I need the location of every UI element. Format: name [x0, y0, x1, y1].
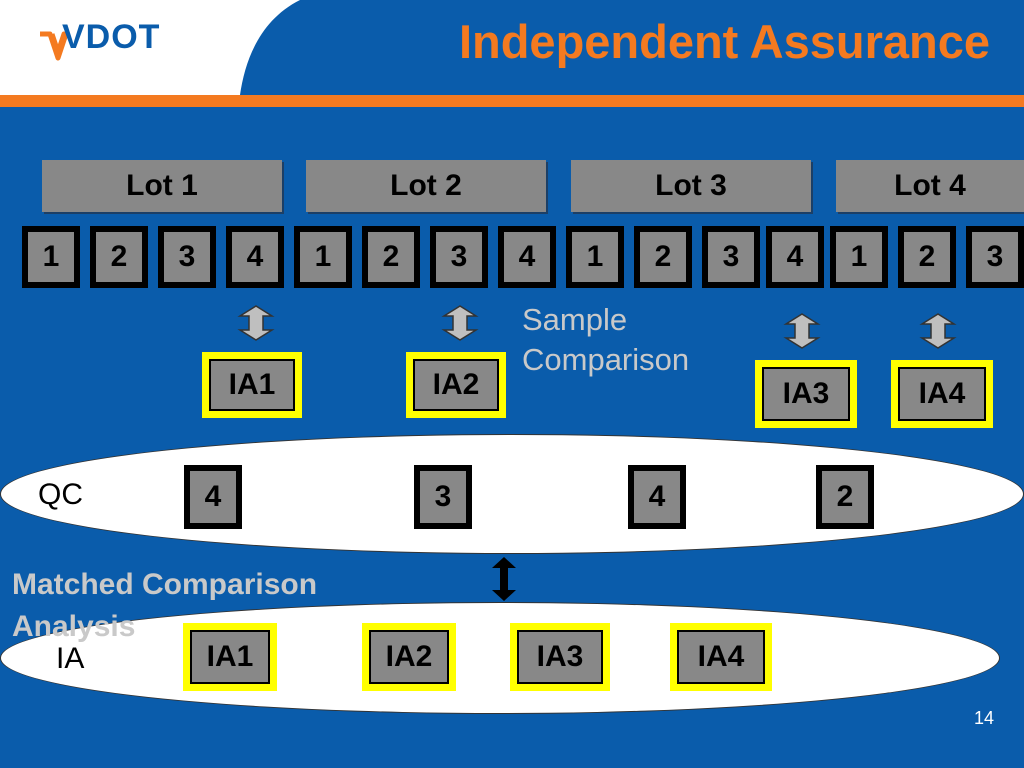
ia-top-label: IA2: [432, 368, 480, 401]
page-number: 14: [974, 708, 995, 728]
sample-box: 4: [766, 226, 824, 288]
lot-1: Lot 1: [42, 160, 282, 212]
ia-row-label: IA: [56, 642, 85, 675]
sample-comparison-label: Sample Comparison: [522, 300, 689, 380]
sample-box: 2: [90, 226, 148, 288]
logo-text: VDOT: [62, 18, 161, 56]
double-arrow-icon: [783, 313, 821, 349]
sample-box: 3: [702, 226, 760, 288]
ia-row-value: IA2: [385, 640, 433, 673]
vdot-logo: [38, 22, 198, 72]
ia-row-box-3: IA3: [510, 623, 610, 691]
ia-row-value: IA1: [206, 640, 254, 673]
sample-box: 3: [966, 226, 1024, 288]
ia-row-box-2: IA2: [362, 623, 456, 691]
qc-value-box: 4: [184, 465, 242, 529]
lot-4: Lot 4: [836, 160, 1024, 212]
double-arrow-icon: [441, 305, 479, 341]
ia-row-box-1: IA1: [183, 623, 277, 691]
ia-top-box-4: IA4: [891, 360, 993, 428]
sample-comparison-line1: Sample: [522, 302, 628, 337]
ia-row-value: IA4: [697, 640, 745, 673]
black-double-arrow-icon: [492, 557, 516, 601]
qc-value-box: 4: [628, 465, 686, 529]
ia-top-box-3: IA3: [755, 360, 857, 428]
ia-top-label: IA3: [782, 377, 830, 410]
qc-value-box: 3: [414, 465, 472, 529]
sample-box: 2: [362, 226, 420, 288]
matched-comparison-line2: Analysis: [12, 610, 136, 643]
matched-comparison-line1: Matched Comparison: [12, 568, 318, 601]
ia-top-label: IA1: [228, 368, 276, 401]
double-arrow-icon: [237, 305, 275, 341]
sample-box: 3: [158, 226, 216, 288]
sample-box: 1: [830, 226, 888, 288]
sample-box: 1: [566, 226, 624, 288]
ia-top-box-2: IA2: [406, 352, 506, 418]
sample-box: 4: [498, 226, 556, 288]
sample-comparison-line2: Comparison: [522, 342, 690, 377]
qc-label: QC: [38, 478, 83, 511]
sample-box: 4: [226, 226, 284, 288]
ia-ellipse: [0, 602, 1000, 714]
sample-box: 2: [634, 226, 692, 288]
qc-value-box: 2: [816, 465, 874, 529]
ia-row-value: IA3: [536, 640, 584, 673]
sample-box: 2: [898, 226, 956, 288]
logo-mark-icon: [40, 31, 69, 61]
sample-box: 3: [430, 226, 488, 288]
ia-top-label: IA4: [918, 377, 966, 410]
header: VDOT Independent Assurance: [0, 0, 1024, 95]
matched-comparison-label: Matched Comparison Analysis: [12, 564, 317, 648]
header-accent-bar: [0, 95, 1024, 107]
lot-3: Lot 3: [571, 160, 811, 212]
header-background: [0, 0, 300, 95]
lot-2: Lot 2: [306, 160, 546, 212]
sample-box: 1: [22, 226, 80, 288]
ia-top-box-1: IA1: [202, 352, 302, 418]
page-title: Independent Assurance: [458, 15, 990, 68]
ia-row-box-4: IA4: [670, 623, 772, 691]
sample-box: 1: [294, 226, 352, 288]
double-arrow-icon: [919, 313, 957, 349]
